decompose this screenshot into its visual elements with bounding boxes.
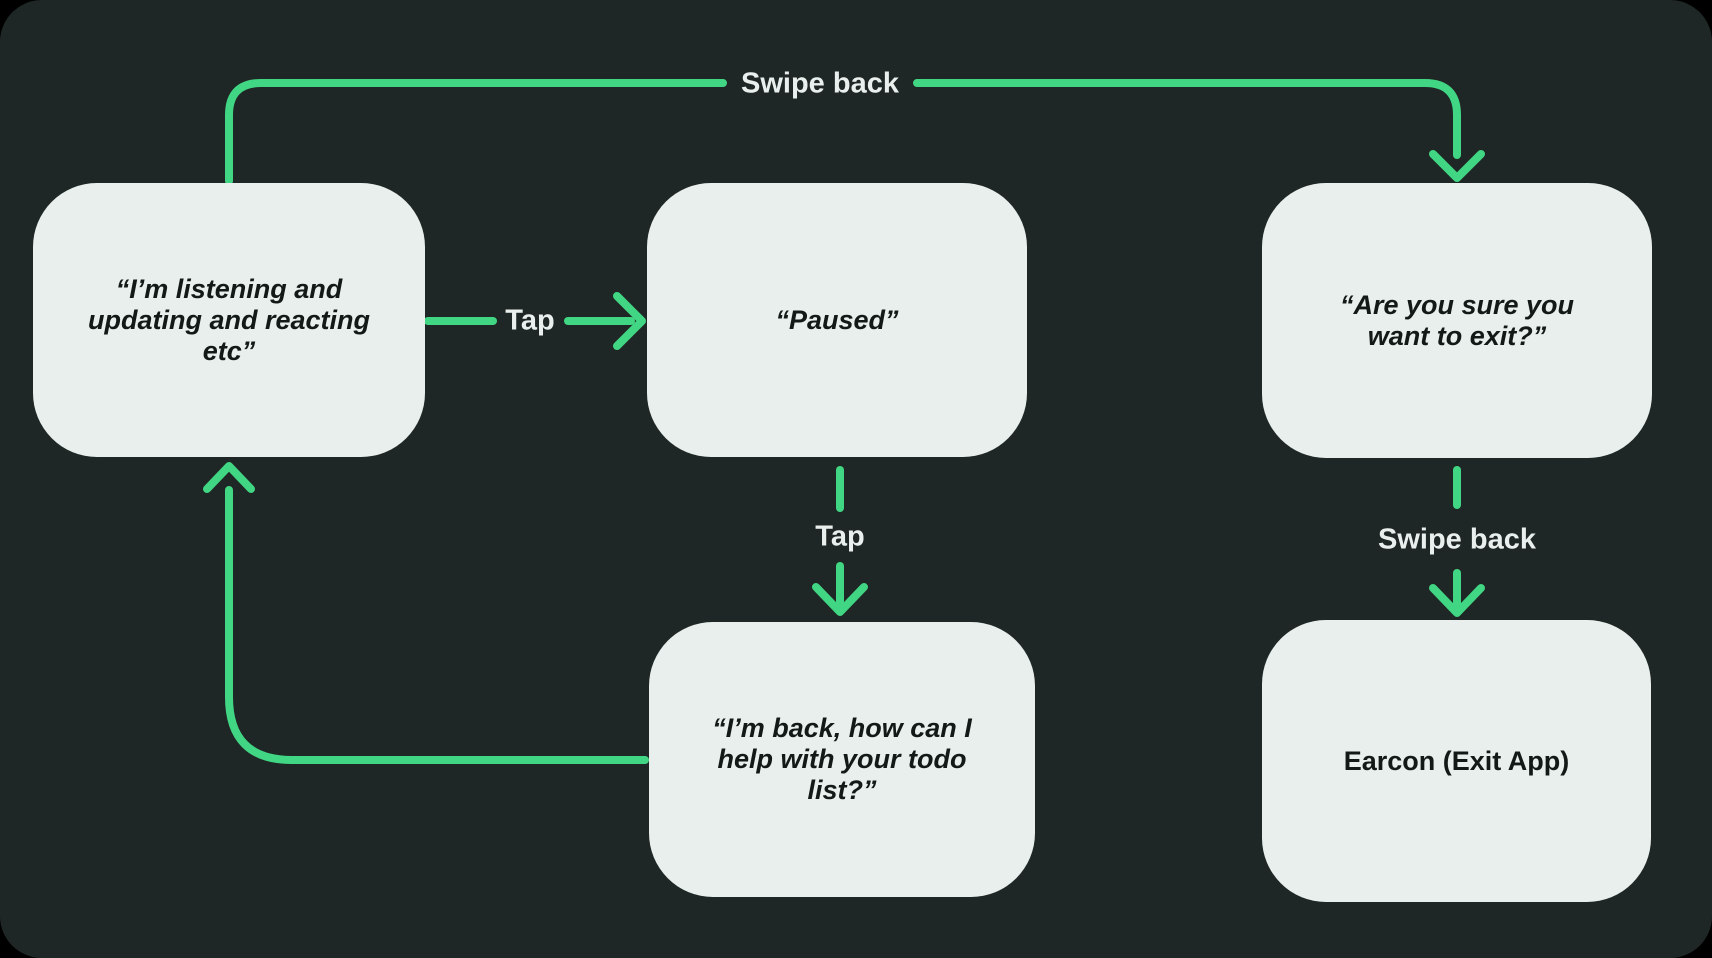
arrow-loop-back-segment bbox=[225, 486, 649, 764]
edge-label-tap-horizontal: Tap bbox=[505, 304, 555, 337]
arrowhead-down-into-earcon-icon bbox=[1429, 584, 1485, 617]
edge-label-swipe-back-top: Swipe back bbox=[741, 67, 899, 100]
arrowhead-right-into-paused-icon bbox=[613, 292, 646, 350]
node-back-todo-text: “I’m back, how can I help with your todo… bbox=[712, 713, 972, 805]
node-listening: “I’m listening and updating and reacting… bbox=[33, 183, 425, 457]
node-listening-text: “I’m listening and updating and reacting… bbox=[87, 273, 370, 366]
edge-label-tap-vertical: Tap bbox=[815, 520, 865, 553]
node-earcon-exit-text: Earcon (Exit App) bbox=[1343, 745, 1570, 776]
arrowhead-down-into-exit-confirm-icon bbox=[1429, 150, 1485, 182]
node-paused-text: “Paused” bbox=[775, 304, 899, 335]
arrow-swipe-back-top-left-segment bbox=[225, 79, 727, 185]
node-paused: “Paused” bbox=[647, 183, 1027, 457]
edge-label-swipe-back-right: Swipe back bbox=[1378, 523, 1536, 556]
arrowhead-up-into-listening-icon bbox=[203, 462, 255, 493]
node-exit-confirm-text: “Are you sure you want to exit?” bbox=[1339, 289, 1575, 351]
arrowhead-down-into-back-todo-icon bbox=[812, 583, 868, 616]
node-earcon-exit: Earcon (Exit App) bbox=[1262, 620, 1651, 902]
arrow-swipe-back-top-right-segment bbox=[913, 79, 1461, 159]
node-exit-confirm: “Are you sure you want to exit?” bbox=[1262, 183, 1652, 458]
node-back-todo: “I’m back, how can I help with your todo… bbox=[649, 622, 1035, 897]
